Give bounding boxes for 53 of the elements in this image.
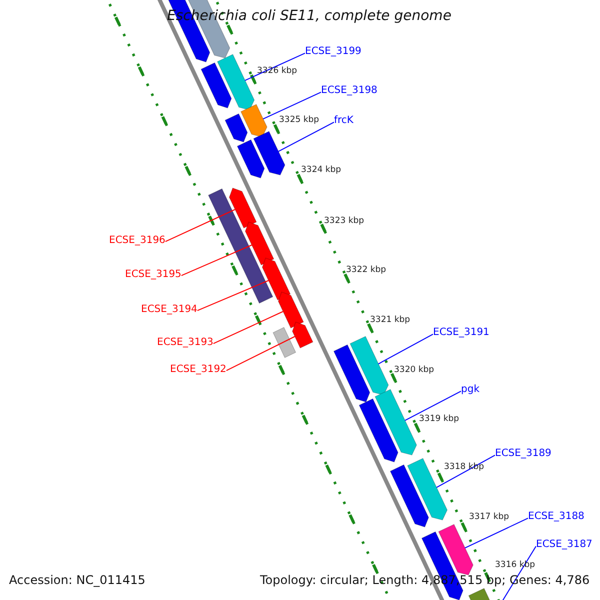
gene-label: ECSE_3194: [141, 304, 198, 316]
scale-label: 3325 kbp: [279, 115, 320, 126]
gene-bar: [272, 327, 296, 358]
gene-feature: [253, 131, 286, 176]
gene-feature: [390, 464, 429, 528]
leader-line: [164, 209, 236, 242]
gene-feature: [278, 292, 304, 328]
gene-feature: [292, 322, 314, 348]
gene-feature: [228, 188, 257, 228]
gene-label: ECSE_3188: [528, 511, 584, 523]
gene-feature: [236, 139, 265, 178]
gene-feature: [240, 104, 268, 138]
gene-feature: [244, 222, 274, 266]
leader-line: [464, 518, 528, 548]
leader-line: [212, 311, 284, 344]
gene-feature: [358, 398, 398, 462]
gene-label: ECSE_3187: [536, 539, 592, 551]
gene-feature: [333, 344, 370, 402]
gene-label: ECSE_3191: [433, 327, 490, 339]
leader-line: [196, 280, 269, 312]
gene-label: ECSE_3193: [157, 337, 214, 349]
gene-label: frcK: [334, 115, 354, 127]
scale-label: 3320 kbp: [394, 365, 434, 376]
gene-feature: [224, 113, 248, 142]
leader-line: [436, 454, 496, 488]
accession-text: Accession: NC_011415: [9, 574, 146, 588]
gene-feature: [438, 524, 474, 576]
gene-feature: [350, 336, 389, 396]
gene-label: ECSE_3199: [305, 46, 362, 58]
leader-line: [226, 336, 296, 372]
leader-line: [244, 52, 306, 81]
gene-label: pgk: [461, 384, 480, 396]
scale-label: 3317 kbp: [469, 512, 510, 522]
gene-label: ECSE_3196: [109, 235, 166, 247]
gene-feature: [200, 62, 232, 108]
scale-label: 3324 kbp: [301, 165, 342, 176]
gene-bar: [208, 188, 274, 304]
scale-label: 3323 kbp: [324, 216, 364, 226]
scale-label: 3319 kbp: [419, 414, 460, 424]
leader-line: [278, 122, 334, 152]
leader-line: [262, 92, 322, 120]
gene-feature: [217, 54, 255, 110]
leader-line: [404, 390, 462, 421]
scale-label: 3322 kbp: [346, 265, 386, 276]
gene-label: ECSE_3192: [170, 364, 226, 376]
gene-label: ECSE_3198: [321, 85, 378, 97]
leader-line: [180, 244, 252, 276]
scale-label: 3321 kbp: [370, 315, 410, 326]
gene-feature: [262, 258, 291, 300]
leader-line: [378, 334, 434, 364]
gene-feature: [374, 389, 417, 456]
gene-label: ECSE_3195: [125, 269, 182, 281]
gene-label: ECSE_3189: [495, 448, 552, 460]
